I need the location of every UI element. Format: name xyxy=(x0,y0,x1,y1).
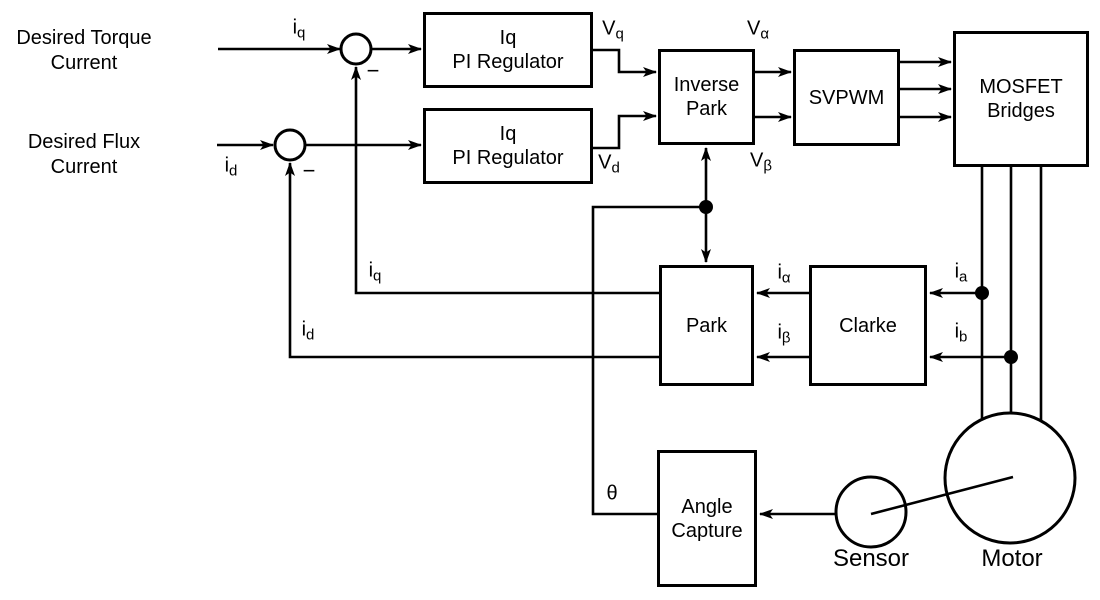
vd-sub: d xyxy=(611,159,620,177)
block-label: Iq xyxy=(499,27,517,49)
block-label: Capture xyxy=(671,519,743,542)
id-ref-base: i xyxy=(224,154,230,177)
block-mosfet-bridges: MOSFET Bridges xyxy=(953,31,1089,167)
block-angle-capture: Angle Capture xyxy=(657,450,757,587)
ia-base: i xyxy=(954,260,960,283)
iq-ref-sub: q xyxy=(297,24,306,42)
vq-base: V xyxy=(602,17,616,40)
block-label: Iq xyxy=(499,123,517,145)
block-label: SVPWM xyxy=(808,86,885,109)
label-iq-feedback: iq xyxy=(368,259,382,285)
id-fb-sub: d xyxy=(306,326,315,344)
ialpha-sub: α xyxy=(781,269,791,287)
valpha-base: V xyxy=(746,17,761,40)
label-ibeta: iβ xyxy=(777,321,791,347)
label-vbeta: Vβ xyxy=(750,149,772,175)
label-vd: Vd xyxy=(598,151,620,177)
junction-dot-theta xyxy=(699,200,713,214)
input-label-desired-torque: Desired Torque Current xyxy=(16,26,151,76)
theta-base: θ xyxy=(606,482,618,505)
motor-shaft-line xyxy=(870,475,1014,516)
block-label: Park xyxy=(685,98,728,120)
desired-torque-line1: Desired Torque xyxy=(16,27,152,49)
ib-base: i xyxy=(954,320,960,343)
ib-sub: b xyxy=(959,328,968,346)
label-theta: θ xyxy=(606,483,617,506)
block-clarke: Clarke xyxy=(809,265,927,386)
ibeta-base: i xyxy=(777,321,782,344)
label-vq: Vq xyxy=(602,17,624,43)
sum-junction-torque xyxy=(339,32,373,66)
wire-iq-feedback xyxy=(351,66,659,295)
ibeta-sub: β xyxy=(781,329,791,347)
junction-dot-ib xyxy=(1004,350,1018,364)
vq-sub: q xyxy=(615,25,624,43)
minus-sign-torque-junction: − xyxy=(366,58,380,83)
block-iq-pi-regulator: Iq PI Regulator xyxy=(423,12,593,88)
label-ia: ia xyxy=(954,260,968,286)
minus-sign-flux-junction: − xyxy=(302,158,316,183)
sensor-label: Sensor xyxy=(832,545,910,572)
block-inverse-park: Inverse Park xyxy=(658,49,755,145)
input-label-desired-flux: Desired Flux Current xyxy=(28,130,140,180)
valpha-sub: α xyxy=(760,25,770,43)
block-label: PI Regulator xyxy=(452,51,564,73)
vbeta-sub: β xyxy=(763,157,772,175)
id-ref-sub: d xyxy=(229,162,238,180)
vd-base: V xyxy=(598,151,612,174)
ialpha-base: i xyxy=(777,261,782,284)
sum-junction-flux xyxy=(273,128,307,162)
block-svpwm: SVPWM xyxy=(793,49,900,146)
label-id-ref: id xyxy=(224,154,238,180)
desired-flux-line2: Current xyxy=(50,156,118,178)
block-park: Park xyxy=(659,265,754,386)
wire-vd xyxy=(593,111,657,150)
id-fb-base: i xyxy=(301,318,307,341)
block-label: MOSFET xyxy=(979,76,1063,98)
block-id-pi-regulator: Iq PI Regulator xyxy=(423,108,593,184)
block-label: Angle xyxy=(681,495,733,518)
desired-torque-line2: Current xyxy=(50,52,118,74)
label-id-feedback: id xyxy=(301,318,315,344)
block-label: PI Regulator xyxy=(452,147,564,169)
iq-ref-base: i xyxy=(292,16,298,39)
iq-fb-sub: q xyxy=(373,267,382,285)
wire-vq xyxy=(593,48,657,77)
label-valpha: Vα xyxy=(746,17,770,43)
block-label: Park xyxy=(685,314,728,337)
junction-dot-ia xyxy=(975,286,989,300)
label-iq-ref: iq xyxy=(292,16,306,42)
wire-id-feedback xyxy=(285,162,659,359)
desired-flux-line1: Desired Flux xyxy=(27,131,141,153)
label-ib: ib xyxy=(954,320,968,346)
vbeta-base: V xyxy=(750,149,764,172)
block-label: Bridges xyxy=(987,100,1055,122)
sensor-circle xyxy=(834,475,908,549)
ia-sub: a xyxy=(959,268,968,286)
motor-label: Motor xyxy=(981,545,1043,572)
block-label: Clarke xyxy=(839,314,897,337)
iq-fb-base: i xyxy=(368,259,374,282)
label-ialpha: iα xyxy=(777,261,791,287)
block-label: Inverse xyxy=(673,74,740,96)
wire-theta xyxy=(591,205,706,516)
